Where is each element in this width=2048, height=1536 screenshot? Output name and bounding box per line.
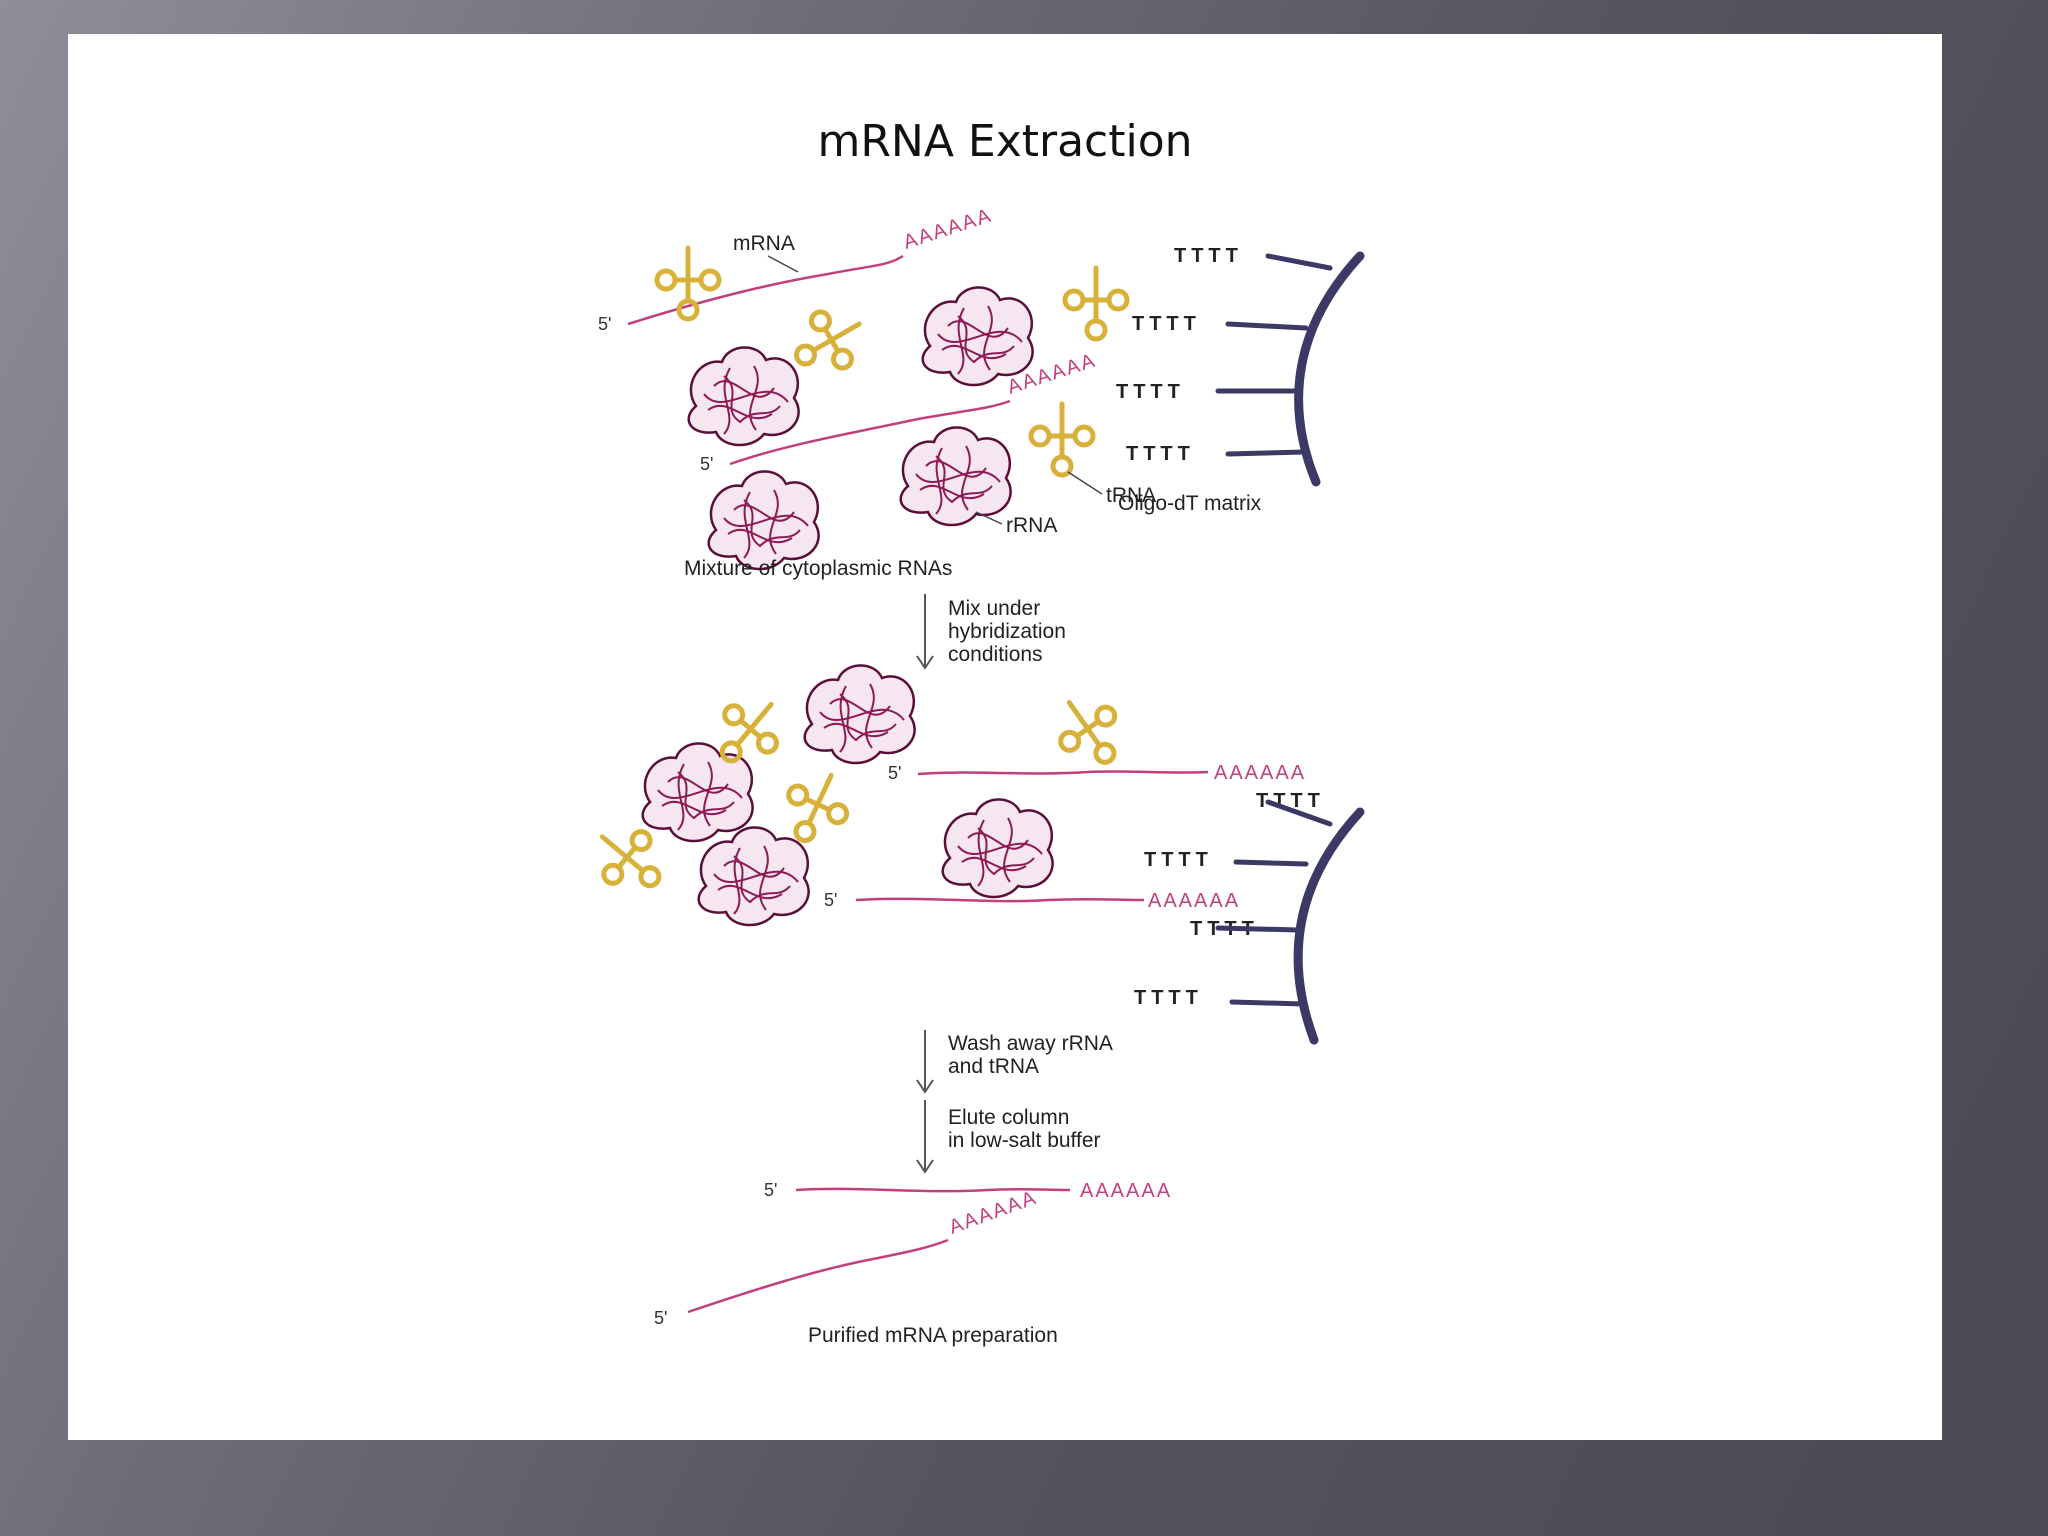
mrna-strand (627, 254, 904, 326)
trna-molecule (1031, 404, 1093, 475)
mrna-pointer (767, 255, 799, 273)
five-prime-label: 5' (764, 1180, 777, 1200)
mrna-extraction-diagram: mRNA Extraction 5' AAAAAA mRNA 5' AAAAAA… (68, 116, 1365, 1347)
trna-label: tRNA (1106, 484, 1156, 507)
mrna-strand (855, 897, 1145, 903)
rrna-molecule (707, 470, 820, 571)
oligo-dt-matrix-bound: TTTT TTTT (1134, 799, 1365, 1045)
matrix-backbone (1294, 251, 1365, 487)
oligo-dt-matrix-top: TTTT TTTT TTTT TTTT Oligo-dT matrix (1116, 245, 1365, 515)
trna-molecule (1044, 685, 1136, 779)
step-elute: Elute column in low-salt buffer (916, 1100, 1101, 1174)
mixture-caption: Mixture of cytoplasmic RNAs (684, 557, 952, 580)
cytoplasmic-rna-mixture: 5' AAAAAA mRNA 5' AAAAAA tRNA rRNA Mixtu… (598, 204, 1156, 580)
step-mix: Mix under hybridization conditions (916, 594, 1066, 670)
matrix-prong (1265, 799, 1333, 827)
mrna-strand (729, 399, 1011, 466)
rrna-molecule (697, 826, 810, 927)
five-prime-label: 5' (824, 890, 837, 910)
purified-mrna: 5' AAAAAA 5' AAAAAA Purified mRNA prepar… (654, 1180, 1172, 1347)
page-title: mRNA Extraction (817, 116, 1192, 167)
trna-molecule (1065, 268, 1127, 339)
five-prime-label: 5' (654, 1308, 667, 1328)
mrna-strand (917, 770, 1209, 776)
poly-a-tail: AAAAAA (901, 204, 995, 253)
step-elute-line-1: Elute column (948, 1106, 1069, 1129)
rrna-molecule (899, 426, 1012, 527)
rrna-molecule (921, 286, 1034, 387)
trna-molecule (657, 248, 719, 319)
matrix-prong (1225, 449, 1307, 457)
mrna-strand (795, 1187, 1071, 1193)
rrna-pointer (975, 511, 1003, 525)
trna-pointer (1067, 471, 1103, 495)
matrix-prong (1229, 999, 1307, 1007)
rrna-molecule (687, 346, 800, 447)
rrna-label: rRNA (1006, 514, 1057, 537)
tttt-label: TTTT (1134, 987, 1203, 1009)
poly-a-tail: AAAAAA (1214, 762, 1306, 784)
five-prime-label: 5' (700, 454, 713, 474)
tttt-label: TTTT (1116, 381, 1185, 403)
tttt-label: TTTT (1256, 790, 1325, 812)
rrna-molecule (941, 798, 1054, 899)
rrna-molecule (803, 664, 916, 765)
tttt-label: TTTT (1132, 313, 1201, 335)
tttt-label: TTTT (1144, 849, 1213, 871)
mrna-strand (687, 1238, 949, 1314)
matrix-prong (1225, 321, 1309, 331)
step-wash: Wash away rRNA and tRNA (916, 1030, 1113, 1094)
five-prime-label: 5' (598, 314, 611, 334)
tttt-label: TTTT (1126, 443, 1195, 465)
tttt-label: TTTT (1174, 245, 1243, 267)
purified-caption: Purified mRNA preparation (808, 1324, 1058, 1347)
step-mix-line-3: conditions (948, 643, 1043, 666)
poly-a-tail: AAAAAA (1148, 890, 1240, 912)
poly-a-tail: AAAAAA (946, 1187, 1040, 1239)
poly-a-tail: AAAAAA (1080, 1180, 1172, 1202)
step-wash-line-2: and tRNA (948, 1055, 1039, 1078)
matrix-prong (1265, 253, 1333, 271)
slide: mRNA Extraction 5' AAAAAA mRNA 5' AAAAAA… (68, 34, 1942, 1440)
step-elute-line-2: in low-salt buffer (948, 1129, 1101, 1152)
mrna-label: mRNA (733, 232, 795, 255)
step-wash-line-1: Wash away rRNA (948, 1032, 1113, 1055)
step-mix-line-2: hybridization (948, 620, 1066, 643)
step-mix-line-1: Mix under (948, 597, 1040, 620)
matrix-backbone (1293, 807, 1365, 1045)
oligo-dt-label: Oligo-dT matrix (1118, 492, 1262, 515)
matrix-prong (1215, 925, 1301, 933)
five-prime-label: 5' (888, 763, 901, 783)
hybridized-mixture: 5' AAAAAA TTTT 5' AAAAAA TTTT (582, 664, 1325, 940)
matrix-prong (1233, 859, 1309, 867)
